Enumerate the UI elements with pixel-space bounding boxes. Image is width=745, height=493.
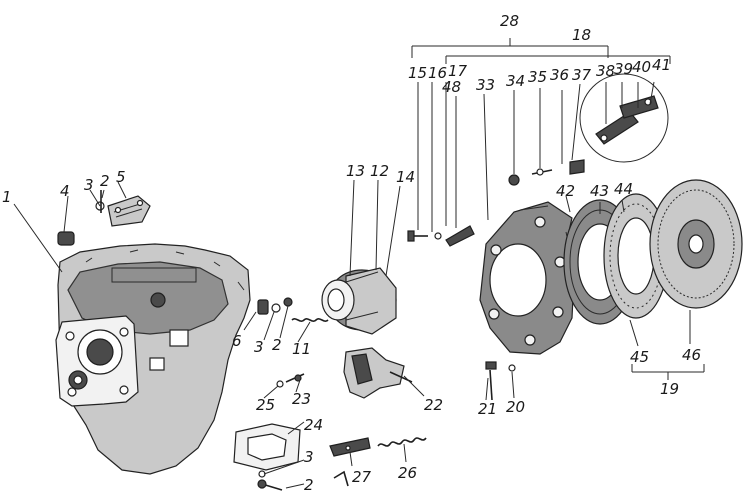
label-15: 15 [408,64,427,82]
label-26: 26 [398,464,417,482]
label-41: 41 [652,56,671,74]
label-38: 38 [596,62,615,80]
part-number-labels: 1 4 3 2 5 6 3 2 11 13 12 14 15 16 17 48 … [2,12,701,493]
label-28: 28 [500,12,519,30]
label-3c: 3 [304,448,314,466]
label-21: 21 [478,400,497,418]
detail-inset [579,73,669,163]
label-36: 36 [550,66,569,84]
label-35: 35 [528,68,547,86]
label-25: 25 [256,396,275,414]
label-2b: 2 [272,336,282,354]
label-37: 37 [572,66,592,84]
pressure-plate-assembly [479,201,575,355]
label-3b: 3 [254,338,264,356]
label-20: 20 [506,398,525,416]
label-6: 6 [232,332,242,350]
label-22: 22 [424,396,443,414]
fastener-parts-top [57,190,151,246]
label-45: 45 [630,348,649,366]
label-18: 18 [572,26,591,44]
label-19: 19 [660,380,679,398]
label-33: 33 [476,76,495,94]
label-23: 23 [292,390,311,408]
release-bearing [321,267,397,335]
label-34: 34 [506,72,525,90]
label-27: 27 [352,468,372,486]
lever-parts [508,159,585,186]
label-17: 17 [448,62,468,80]
label-39: 39 [614,60,633,78]
clutch-housing [55,243,251,475]
retainer-and-spring [329,437,427,487]
label-44: 44 [614,180,633,198]
cover-gasket [233,423,301,491]
label-43: 43 [590,182,609,200]
label-16: 16 [428,64,447,82]
label-11: 11 [292,340,311,358]
bolt-21-20 [485,361,516,401]
label-48: 48 [442,78,461,96]
label-12: 12 [370,162,389,180]
bolts-15-17 [407,225,475,247]
label-5: 5 [116,168,126,186]
label-13: 13 [346,162,365,180]
label-40: 40 [632,58,651,76]
release-fork [276,347,413,399]
fork-shaft-parts [257,297,329,322]
label-14: 14 [396,168,415,186]
leader-lines [13,38,705,489]
label-1: 1 [2,188,12,206]
label-2: 2 [100,172,110,190]
label-3: 3 [84,176,94,194]
label-24: 24 [304,416,323,434]
label-4: 4 [60,182,70,200]
label-46: 46 [682,346,701,364]
driven-disc [649,179,743,309]
label-2c: 2 [304,476,314,493]
label-42: 42 [556,182,575,200]
